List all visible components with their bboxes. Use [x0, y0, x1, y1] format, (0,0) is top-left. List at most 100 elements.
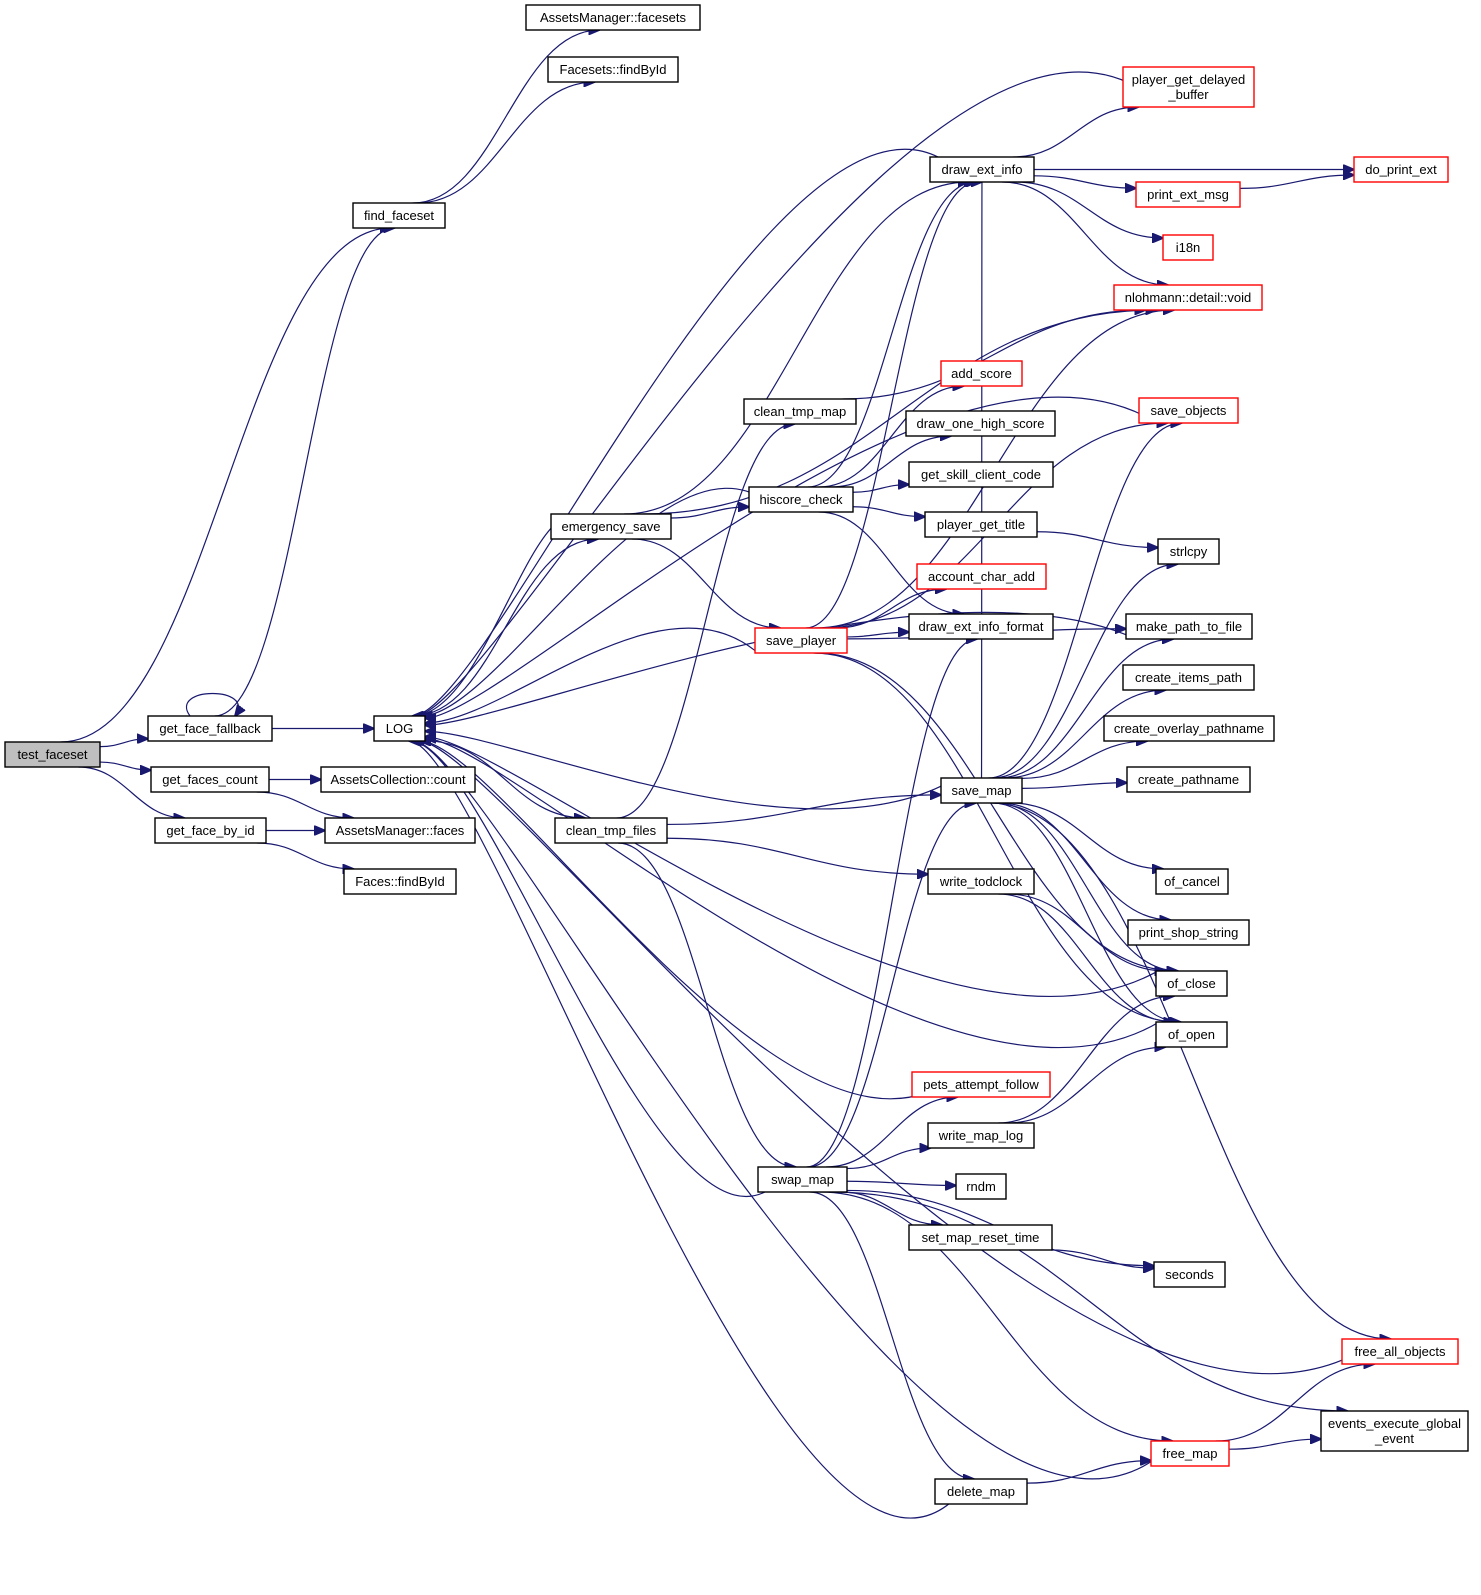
node-account-char-add[interactable]: account_char_add: [916, 563, 1047, 590]
node-get-skill-client-code[interactable]: get_skill_client_code: [908, 461, 1054, 488]
node-box[interactable]: [525, 4, 701, 31]
node-box[interactable]: [147, 715, 273, 742]
node-box[interactable]: [757, 1166, 848, 1193]
node-box[interactable]: [1155, 970, 1228, 997]
node-swap-map[interactable]: swap_map: [757, 1166, 848, 1193]
node-of-close[interactable]: of_close: [1155, 970, 1228, 997]
node-box[interactable]: [934, 1478, 1028, 1505]
node-box[interactable]: [1125, 613, 1253, 640]
node-find-faceset[interactable]: find_faceset: [352, 202, 446, 229]
node-of-open[interactable]: of_open: [1155, 1021, 1228, 1048]
node-box[interactable]: [911, 1071, 1051, 1098]
node-box[interactable]: [916, 563, 1047, 590]
node-print-shop-string[interactable]: print_shop_string: [1127, 919, 1250, 946]
node-get-faces-count[interactable]: get_faces_count: [150, 766, 270, 793]
node-i18n[interactable]: i18n: [1162, 234, 1214, 261]
node-box[interactable]: [940, 360, 1023, 387]
node-box[interactable]: [324, 817, 476, 844]
node-box[interactable]: [1103, 715, 1275, 742]
node-box[interactable]: [554, 817, 668, 844]
node-box[interactable]: [1126, 766, 1251, 793]
node-box[interactable]: [1153, 1261, 1226, 1288]
node-test-faceset[interactable]: test_faceset: [4, 741, 101, 768]
node-player-get-title[interactable]: player_get_title: [924, 511, 1038, 538]
node-write-todclock[interactable]: write_todclock: [927, 868, 1035, 895]
node-player-get-delayed-buffer[interactable]: player_get_delayed_buffer: [1122, 66, 1255, 108]
node-save-objects[interactable]: save_objects: [1138, 397, 1239, 424]
node-clean-tmp-map[interactable]: clean_tmp_map: [743, 398, 857, 425]
node-box[interactable]: [547, 56, 679, 83]
node-assetsmanager-faces[interactable]: AssetsManager::faces: [324, 817, 476, 844]
node-box[interactable]: [352, 202, 446, 229]
node-box[interactable]: [373, 715, 426, 742]
node-box[interactable]: [1157, 538, 1220, 565]
node-box[interactable]: [924, 511, 1038, 538]
node-box[interactable]: [1122, 664, 1255, 691]
node-log[interactable]: LOG: [373, 715, 426, 742]
node-get-face-by-id[interactable]: get_face_by_id: [154, 817, 267, 844]
node-box[interactable]: [1113, 284, 1263, 311]
node-box[interactable]: [150, 766, 270, 793]
node-box[interactable]: [4, 741, 101, 768]
node-pets-attempt-follow[interactable]: pets_attempt_follow: [911, 1071, 1051, 1098]
node-box[interactable]: [1155, 1021, 1228, 1048]
node-events-execute-global-event[interactable]: events_execute_global_event: [1320, 1410, 1469, 1452]
node-box[interactable]: [1341, 1338, 1459, 1365]
node-create-items-path[interactable]: create_items_path: [1122, 664, 1255, 691]
node-strlcpy[interactable]: strlcpy: [1157, 538, 1220, 565]
node-box[interactable]: [929, 156, 1035, 183]
node-free-map[interactable]: free_map: [1150, 1440, 1230, 1467]
node-rndm[interactable]: rndm: [955, 1173, 1007, 1200]
node-create-overlay-pathname[interactable]: create_overlay_pathname: [1103, 715, 1275, 742]
node-box[interactable]: [1155, 868, 1229, 895]
node-box[interactable]: [1150, 1440, 1230, 1467]
node-box[interactable]: [1353, 156, 1449, 183]
node-box[interactable]: [908, 461, 1054, 488]
node-draw-ext-info-format[interactable]: draw_ext_info_format: [908, 613, 1054, 640]
node-print-ext-msg[interactable]: print_ext_msg: [1135, 181, 1241, 208]
node-box[interactable]: [908, 1224, 1053, 1251]
node-box[interactable]: [743, 398, 857, 425]
node-assetscollection-count[interactable]: AssetsCollection::count: [320, 766, 476, 793]
node-box[interactable]: [1138, 397, 1239, 424]
node-box[interactable]: [1127, 919, 1250, 946]
node-draw-one-high-score[interactable]: draw_one_high_score: [905, 410, 1056, 437]
node-get-face-fallback[interactable]: get_face_fallback: [147, 715, 273, 742]
node-save-player[interactable]: save_player: [754, 627, 848, 654]
node-free-all-objects[interactable]: free_all_objects: [1341, 1338, 1459, 1365]
node-do-print-ext[interactable]: do_print_ext: [1353, 156, 1449, 183]
node-box[interactable]: [1122, 66, 1255, 108]
node-box[interactable]: [905, 410, 1056, 437]
node-create-pathname[interactable]: create_pathname: [1126, 766, 1251, 793]
node-box[interactable]: [154, 817, 267, 844]
node-facesets-findbyid[interactable]: Facesets::findById: [547, 56, 679, 83]
node-box[interactable]: [320, 766, 476, 793]
node-faces-findbyid[interactable]: Faces::findById: [343, 868, 457, 895]
node-make-path-to-file[interactable]: make_path_to_file: [1125, 613, 1253, 640]
node-box[interactable]: [1135, 181, 1241, 208]
node-box[interactable]: [927, 1122, 1035, 1149]
node-save-map[interactable]: save_map: [940, 777, 1023, 804]
node-box[interactable]: [754, 627, 848, 654]
node-box[interactable]: [343, 868, 457, 895]
node-write-map-log[interactable]: write_map_log: [927, 1122, 1035, 1149]
node-delete-map[interactable]: delete_map: [934, 1478, 1028, 1505]
node-emergency-save[interactable]: emergency_save: [550, 513, 672, 540]
node-box[interactable]: [955, 1173, 1007, 1200]
node-add-score[interactable]: add_score: [940, 360, 1023, 387]
node-box[interactable]: [1162, 234, 1214, 261]
node-of-cancel[interactable]: of_cancel: [1155, 868, 1229, 895]
node-assetsmanager-facesets[interactable]: AssetsManager::facesets: [525, 4, 701, 31]
node-box[interactable]: [748, 486, 854, 513]
node-hiscore-check[interactable]: hiscore_check: [748, 486, 854, 513]
node-seconds[interactable]: seconds: [1153, 1261, 1226, 1288]
node-box[interactable]: [550, 513, 672, 540]
node-box[interactable]: [940, 777, 1023, 804]
node-set-map-reset-time[interactable]: set_map_reset_time: [908, 1224, 1053, 1251]
node-box[interactable]: [1320, 1410, 1469, 1452]
node-box[interactable]: [908, 613, 1054, 640]
node-box[interactable]: [927, 868, 1035, 895]
node-draw-ext-info[interactable]: draw_ext_info: [929, 156, 1035, 183]
node-clean-tmp-files[interactable]: clean_tmp_files: [554, 817, 668, 844]
node-nlohmann-detail-void[interactable]: nlohmann::detail::void: [1113, 284, 1263, 311]
